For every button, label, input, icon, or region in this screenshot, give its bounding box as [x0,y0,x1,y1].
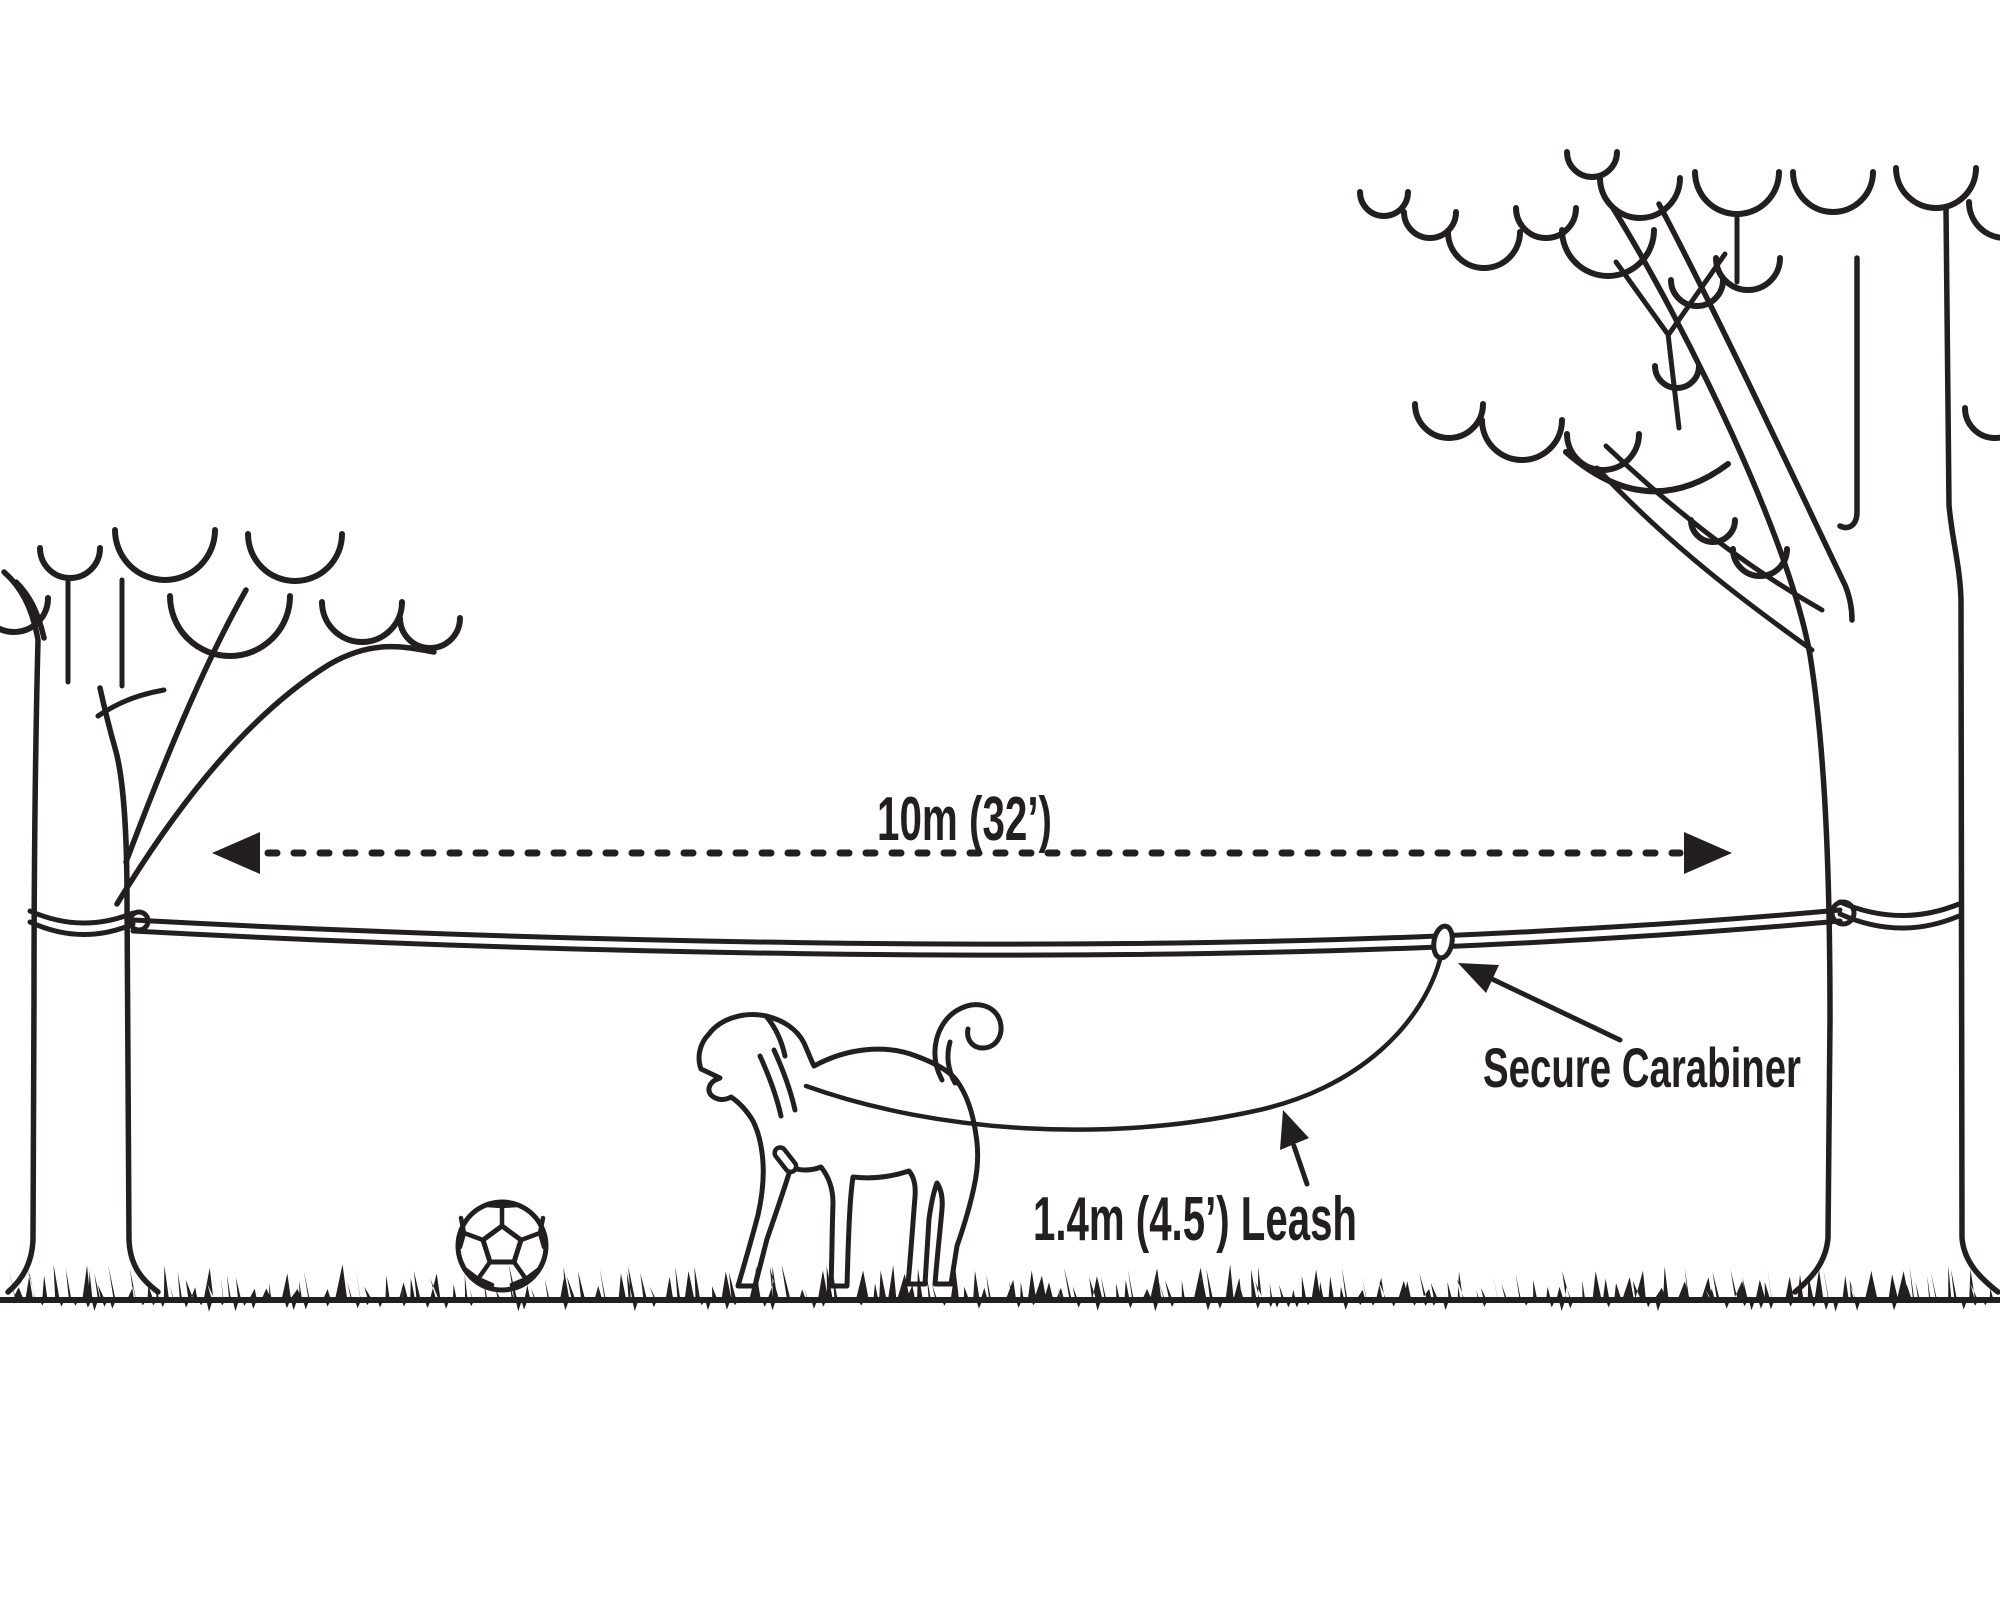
left-tree-fork-line [13,579,47,641]
right-tree-canopy [1357,149,2000,579]
right-tree-cable-strap [1829,899,1962,931]
dog-ear [763,1013,788,1059]
carabiner-callout: Secure Carabiner [1458,963,1801,1099]
right-tree-branch-inner-edge [1656,201,1855,623]
left-tree-cable-strap [27,908,151,937]
grass-strip [0,1264,2000,1312]
leash-callout: 1.4m (4.5’) Leash [1033,1110,1357,1254]
carabiner-arrow-line [1489,976,1623,1043]
dog-chest-tag [772,1145,799,1175]
left-tree [0,527,463,1295]
left-tree-branch-upper [123,587,249,865]
dog [696,1002,1004,1289]
leash-line [803,953,1444,1132]
right-tree-secondary-branch-lower [1594,465,1815,653]
left-tree-branch-spur [95,687,167,719]
right-tree-trunk-right-edge [1943,205,2000,1295]
dog-tail-curl [932,1002,1004,1083]
dog-collar [757,1047,798,1119]
left-tree-trunk-left-edge [1,569,41,1295]
left-tree-branch-lower [114,643,437,907]
tieout-cable [130,907,1843,958]
soccer-ball [455,1199,549,1293]
distance-measure: 10m (32’) [212,785,1732,874]
right-tree-canopy-bottom-line [1837,255,1860,531]
carabiner [1431,923,1455,961]
dog-tail-outer [945,1039,958,1086]
right-tree-secondary-branch-upper [1603,443,1825,613]
leash-label: 1.4m (4.5’) Leash [1033,1185,1357,1254]
left-tree-trunk-right-edge [97,685,161,1295]
carabiner-label: Secure Carabiner [1483,1036,1801,1099]
right-tree-trunk-left-edge [1610,205,1833,1295]
carabiner-arrowhead [1458,963,1499,993]
distance-label: 10m (32’) [877,785,1052,854]
measure-arrowhead-left [212,832,260,874]
right-tree [1357,149,2000,1295]
leash-arrowhead [1280,1110,1309,1150]
leash-arrow-line [1291,1143,1310,1187]
left-tree-canopy [0,527,463,659]
measure-arrowhead-right [1684,832,1732,874]
